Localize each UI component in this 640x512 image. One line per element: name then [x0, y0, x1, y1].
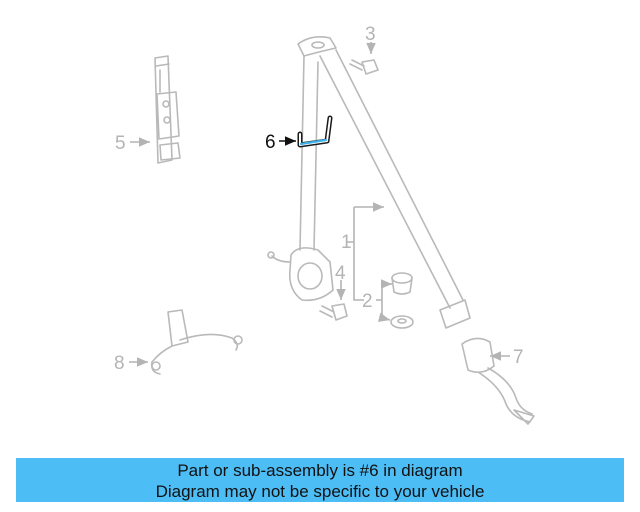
part-8-bracket — [150, 309, 243, 375]
part-3-bolt — [349, 59, 379, 75]
part-4-bolt — [319, 303, 348, 321]
banner-line-1: Part or sub-assembly is #6 in diagram — [177, 461, 463, 480]
leader-1 — [347, 207, 364, 301]
callout-2: 2 — [362, 291, 373, 312]
callout-7: 7 — [513, 347, 524, 368]
part-2-fasteners — [390, 272, 414, 329]
part-6-guide — [297, 115, 333, 148]
part-5-adjuster — [154, 55, 181, 164]
part-1-belt-assembly — [267, 36, 471, 329]
banner-line-2: Diagram may not be specific to your vehi… — [155, 482, 485, 501]
leader-2b — [377, 312, 391, 322]
info-banner: Part or sub-assembly is #6 in diagram Di… — [16, 458, 624, 502]
callout-8: 8 — [114, 353, 125, 374]
parts-diagram: 1 2 3 4 5 6 7 8 — [114, 24, 535, 425]
callout-4: 4 — [335, 263, 346, 284]
callout-5: 5 — [115, 133, 126, 154]
callout-6: 6 — [265, 132, 276, 153]
callout-1: 1 — [341, 232, 352, 253]
part-7-buckle — [461, 337, 535, 425]
leader-2 — [376, 284, 383, 318]
callout-3: 3 — [365, 24, 376, 45]
